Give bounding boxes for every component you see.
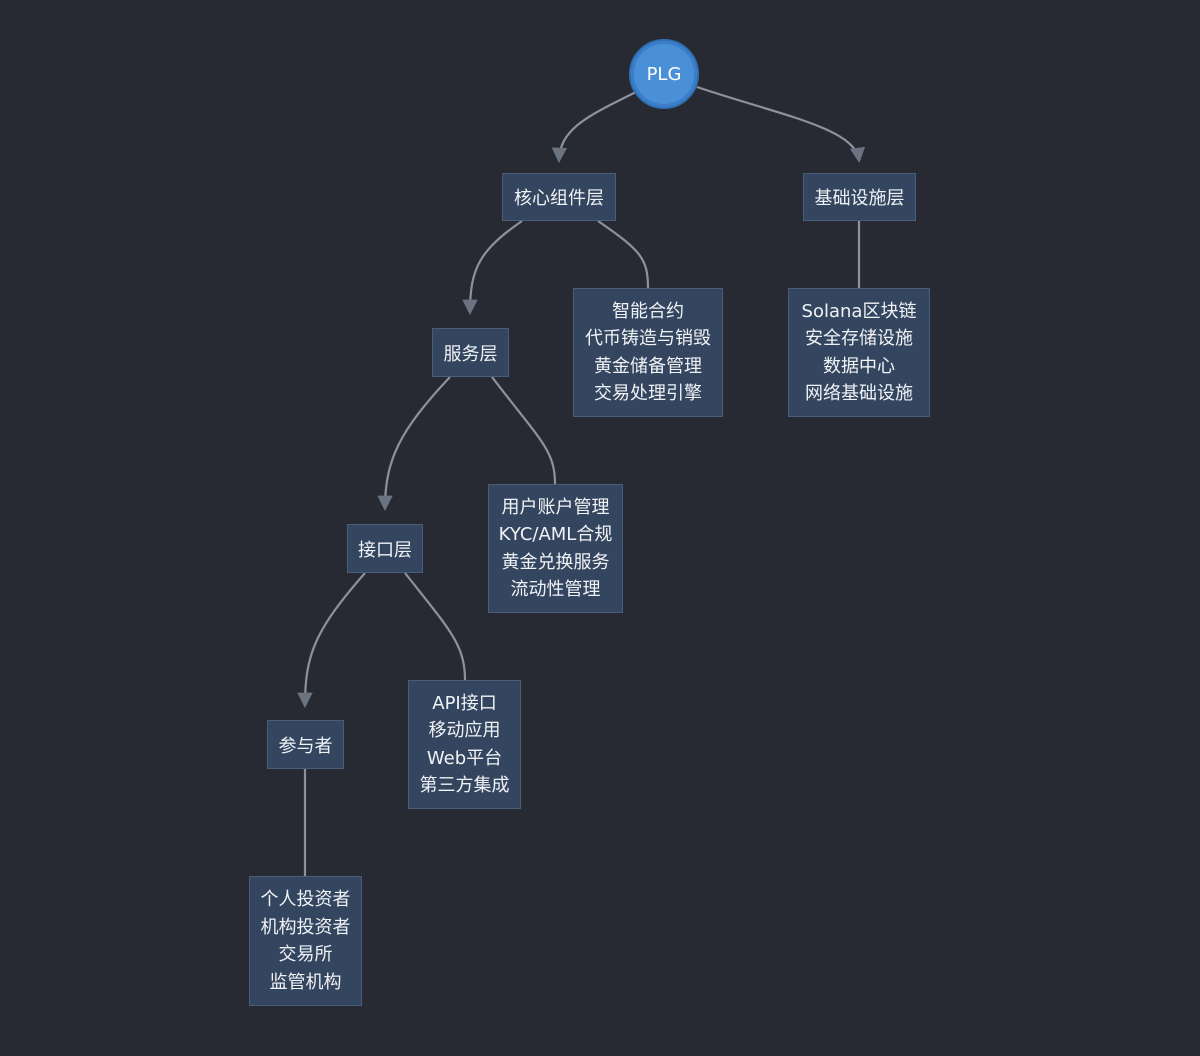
service-detail-item: 流动性管理 (510, 579, 601, 600)
node-participants-layer[interactable]: 参与者 (267, 720, 344, 769)
core-detail-item: 交易处理引擎 (594, 383, 702, 404)
root-node-label: PLG (646, 63, 682, 85)
infra-detail-item: 安全存储设施 (805, 328, 913, 349)
node-infra-layer-label: 基础设施层 (814, 188, 905, 209)
edge-service-interface (377, 376, 451, 512)
node-participants-layer-label: 参与者 (278, 735, 333, 757)
interface-detail-item: Web平台 (426, 747, 503, 769)
node-interface-layer[interactable]: 接口层 (347, 524, 423, 573)
infra-detail-item: 网络基础设施 (805, 383, 913, 404)
edge-core-details (597, 220, 650, 289)
root-node-plg[interactable]: PLG (629, 39, 699, 109)
node-interface-details[interactable]: API接口 移动应用 Web平台 第三方集成 (408, 680, 521, 809)
edge-service-details (491, 376, 557, 485)
participants-detail-item: 交易所 (278, 944, 333, 965)
node-core-layer[interactable]: 核心组件层 (502, 173, 616, 221)
core-detail-item: 代币铸造与销毁 (585, 328, 711, 349)
node-infra-details[interactable]: Solana区块链 安全存储设施 数据中心 网络基础设施 (788, 288, 930, 417)
edge-root-core (551, 91, 637, 164)
edge-interface-details (404, 572, 467, 681)
service-detail-item: 用户账户管理 (501, 496, 610, 518)
service-detail-item: 黄金兑换服务 (501, 551, 610, 573)
node-service-layer-label: 服务层 (443, 343, 498, 365)
node-core-layer-label: 核心组件层 (514, 188, 604, 209)
participants-detail-item: 监管机构 (269, 971, 342, 993)
infra-detail-item: 数据中心 (823, 355, 895, 377)
node-core-details[interactable]: 智能合约 代币铸造与销毁 黄金储备管理 交易处理引擎 (573, 288, 723, 417)
core-detail-item: 黄金储备管理 (594, 355, 702, 377)
edge-interface-participants (297, 572, 366, 709)
node-infra-layer[interactable]: 基础设施层 (803, 173, 916, 221)
edge-core-service (462, 220, 523, 316)
participants-detail-item: 机构投资者 (260, 916, 351, 938)
edge-root-infra (696, 85, 866, 164)
core-detail-item: 智能合约 (612, 300, 684, 322)
node-service-details[interactable]: 用户账户管理 KYC/AML合规 黄金兑换服务 流动性管理 (488, 484, 623, 613)
participants-detail-item: 个人投资者 (260, 889, 351, 910)
service-detail-item: KYC/AML合规 (498, 524, 613, 545)
interface-detail-item: 第三方集成 (419, 775, 510, 796)
node-service-layer[interactable]: 服务层 (432, 328, 509, 377)
interface-detail-item: API接口 (432, 692, 497, 714)
interface-detail-item: 移动应用 (428, 720, 501, 741)
node-participants-details[interactable]: 个人投资者 机构投资者 交易所 监管机构 (249, 876, 362, 1006)
infra-detail-item: Solana区块链 (801, 300, 917, 322)
node-interface-layer-label: 接口层 (358, 539, 412, 561)
